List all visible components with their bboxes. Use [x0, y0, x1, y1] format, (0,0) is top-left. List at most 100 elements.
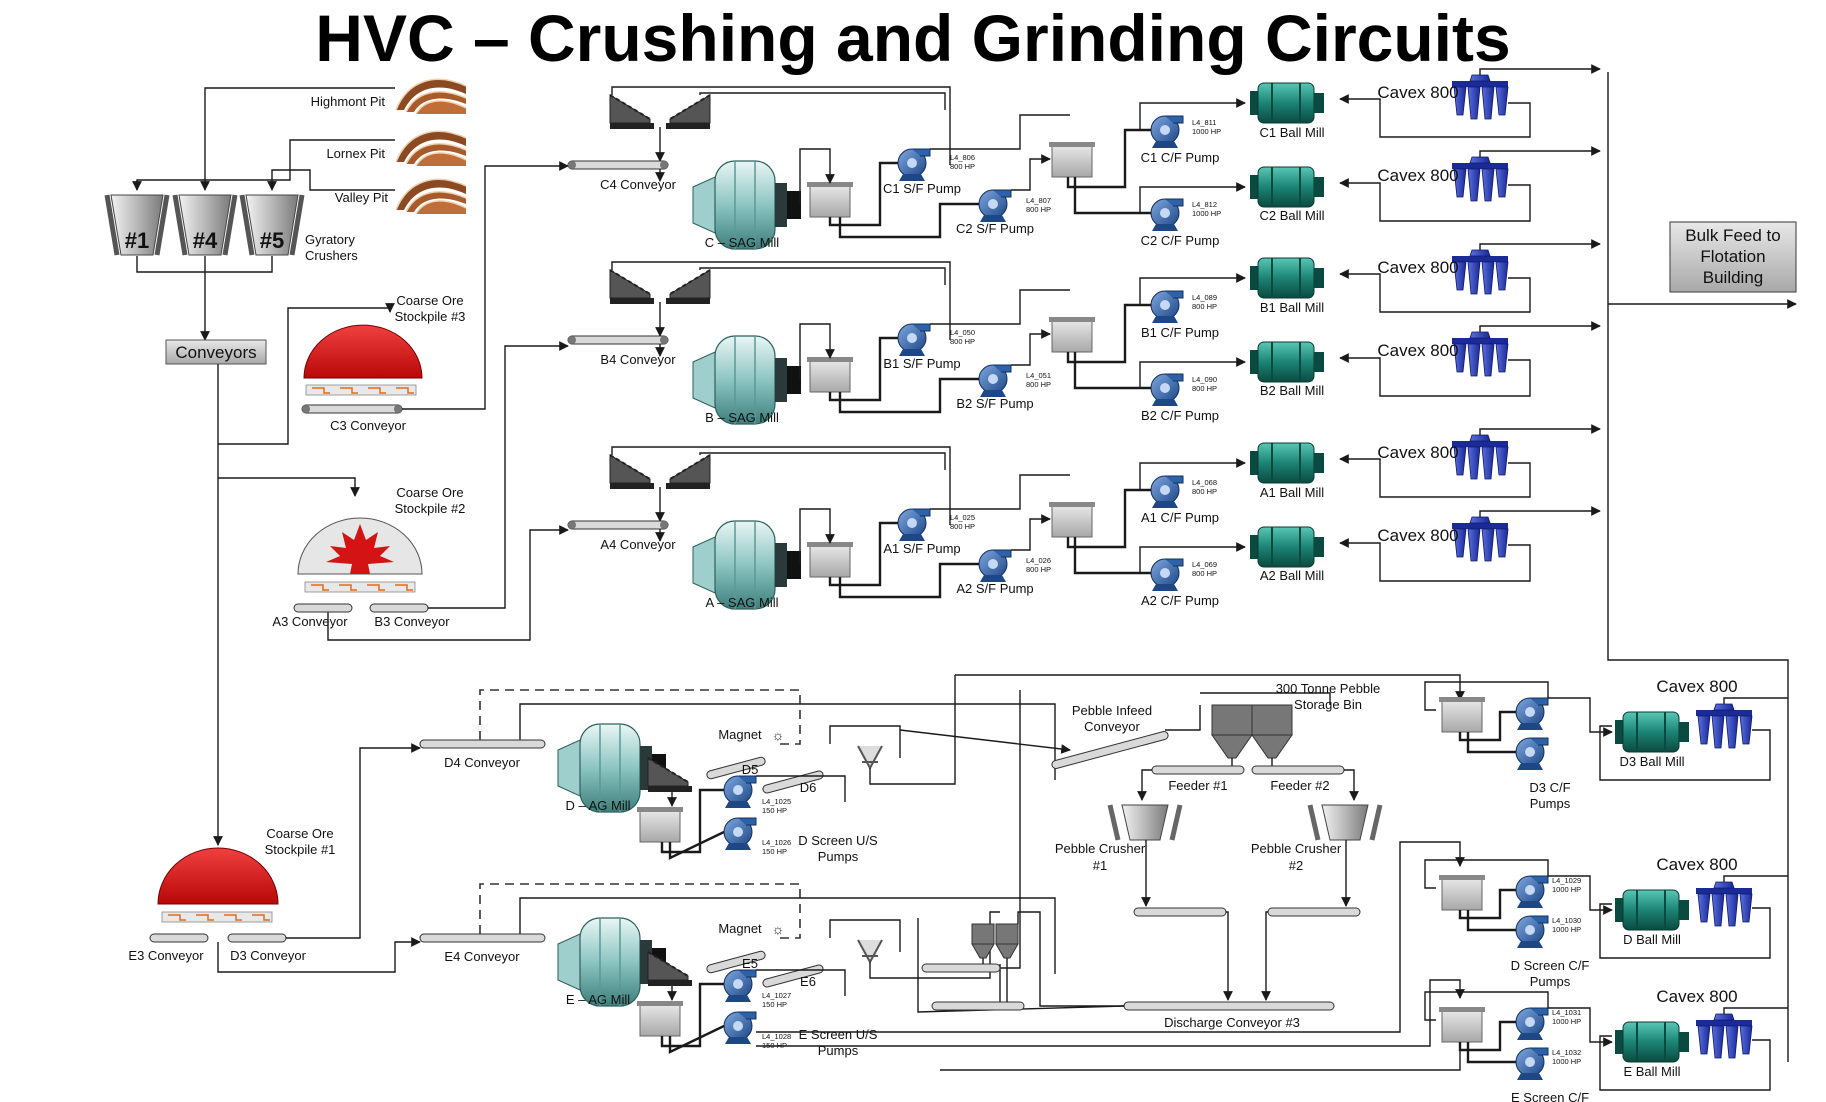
- svg-text:Coarse Ore: Coarse Ore: [396, 293, 463, 308]
- ball-mill-icon: [1249, 442, 1325, 484]
- ball-mill-label: A1 Ball Mill: [1260, 485, 1324, 500]
- svg-text:Pebble Crusher: Pebble Crusher: [1251, 841, 1342, 856]
- pump-icon: [1150, 558, 1184, 592]
- pumps-label: D Screen U/S: [798, 833, 878, 848]
- pump-icon: [1150, 290, 1184, 324]
- svg-text:Pebble Infeed: Pebble Infeed: [1072, 703, 1152, 718]
- return-feeder-bins: [971, 923, 1019, 959]
- svg-text:Feeder #2: Feeder #2: [1270, 778, 1329, 793]
- pumps-label: D3 C/F: [1529, 780, 1570, 795]
- svg-text:#1: #1: [1093, 858, 1107, 873]
- svg-text:Conveyor: Conveyor: [1084, 719, 1140, 734]
- cyclone-icon: [1695, 703, 1753, 749]
- sump-icon: [1438, 696, 1486, 733]
- page-title: HVC – Crushing and Grinding Circuits: [315, 1, 1511, 75]
- pump-label: B2 C/F Pump: [1141, 408, 1219, 423]
- pump-tag: L4_1026: [762, 838, 791, 847]
- pump-icon: [723, 817, 757, 851]
- pump-icon: [1150, 373, 1184, 407]
- pump-hp: 1000 HP: [1552, 925, 1581, 934]
- pump-hp: 800 HP: [1026, 205, 1051, 214]
- pumps-label: Pumps: [818, 1043, 859, 1058]
- conveyor-label: C4 Conveyor: [600, 177, 677, 192]
- screen-icon: [665, 94, 711, 130]
- conveyors-label: Conveyors: [175, 343, 256, 362]
- cyclone-label: Cavex 800: [1377, 166, 1458, 185]
- cyclone-label: Cavex 800: [1377, 443, 1458, 462]
- pump-hp: 800 HP: [1192, 487, 1217, 496]
- pump-hp: 800 HP: [1192, 569, 1217, 578]
- pump-label: B1 C/F Pump: [1141, 325, 1219, 340]
- stockpile-2: Coarse Ore Stockpile #2 A3 Conveyor B3 C…: [272, 341, 569, 641]
- crusher-number: #1: [125, 228, 149, 253]
- pump-hp: 800 HP: [1026, 565, 1051, 574]
- svg-text:Building: Building: [1703, 268, 1764, 287]
- svg-text:B3 Conveyor: B3 Conveyor: [374, 614, 450, 629]
- pump-tag: L4_806: [950, 153, 975, 162]
- screen-icon: [609, 94, 655, 130]
- pumps-label: E Screen C/F: [1511, 1090, 1589, 1102]
- pump-tag: L4_811: [1192, 118, 1216, 127]
- pump-hp: 800 HP: [1026, 380, 1051, 389]
- pump-hp: 1000 HP: [1552, 1017, 1581, 1026]
- pump-hp: 150 HP: [762, 1000, 787, 1009]
- pump-icon: [1515, 1047, 1549, 1081]
- pump-label: C1 C/F Pump: [1141, 150, 1220, 165]
- svg-text:Stockpile #1: Stockpile #1: [265, 842, 336, 857]
- pump-label: C2 C/F Pump: [1141, 233, 1220, 248]
- svg-text:Coarse Ore: Coarse Ore: [266, 826, 333, 841]
- cyclone-label: Cavex 800: [1377, 341, 1458, 360]
- conveyor-icon: [567, 335, 669, 345]
- sump-icon: [1048, 501, 1096, 538]
- pebble-circuit: Pebble Infeed Conveyor 300 Tonne Pebble …: [921, 674, 1465, 1030]
- pump-label: A2 C/F Pump: [1141, 593, 1219, 608]
- pump-tag: L4_025: [950, 513, 975, 522]
- magnet-label: Magnet: [718, 727, 762, 742]
- pump-tag: L4_1030: [1552, 916, 1581, 925]
- pump-tag: L4_1031: [1552, 1008, 1581, 1017]
- pump-icon: [723, 775, 757, 809]
- svg-text:Coarse Ore: Coarse Ore: [396, 485, 463, 500]
- pump-icon: [1515, 875, 1549, 909]
- pump-hp: 150 HP: [762, 806, 787, 815]
- gyratory-label: Gyratory: [305, 232, 355, 247]
- sump-icon: [1438, 874, 1486, 911]
- crusher-number: #4: [193, 228, 218, 253]
- conveyor-label: E6: [800, 974, 816, 989]
- pump-tag: L4_026: [1026, 556, 1051, 565]
- ball-mill-icon: [1249, 257, 1325, 299]
- conveyor-label: E4 Conveyor: [444, 949, 520, 964]
- pump-icon: [723, 969, 757, 1003]
- svg-text:A3 Conveyor: A3 Conveyor: [272, 614, 348, 629]
- svg-text:Pebble Crusher: Pebble Crusher: [1055, 841, 1146, 856]
- cyclone-label: Cavex 800: [1656, 987, 1737, 1006]
- pump-hp: 150 HP: [762, 847, 787, 856]
- cyclone-icon: [1451, 156, 1509, 202]
- pump-hp: 1000 HP: [1552, 1057, 1581, 1066]
- screen-icon: [665, 269, 711, 305]
- pump-tag: L4_050: [950, 328, 975, 337]
- magnet-icon: ☼: [772, 727, 785, 743]
- sump-icon: [806, 541, 854, 578]
- svg-text:C3 Conveyor: C3 Conveyor: [330, 418, 407, 433]
- conveyor-label: D4 Conveyor: [444, 755, 521, 770]
- pump-tag: L4_089: [1192, 293, 1217, 302]
- ag-cross-links: [756, 675, 1465, 1071]
- svg-text:Stockpile #2: Stockpile #2: [395, 501, 466, 516]
- cyclone-label: Cavex 800: [1656, 855, 1737, 874]
- cyclone-label: Cavex 800: [1377, 258, 1458, 277]
- svg-text:Flotation: Flotation: [1700, 247, 1765, 266]
- pump-icon: [978, 189, 1012, 223]
- pump-label: A1 C/F Pump: [1141, 510, 1219, 525]
- pump-icon: [897, 148, 931, 182]
- crushing-area: Highmont Pit Lornex Pit Valley Pit #1 #4…: [107, 78, 467, 846]
- svg-text:300 Tonne Pebble: 300 Tonne Pebble: [1276, 681, 1381, 696]
- ball-mill-icon: [1249, 82, 1325, 124]
- pump-tag: L4_1032: [1552, 1048, 1581, 1057]
